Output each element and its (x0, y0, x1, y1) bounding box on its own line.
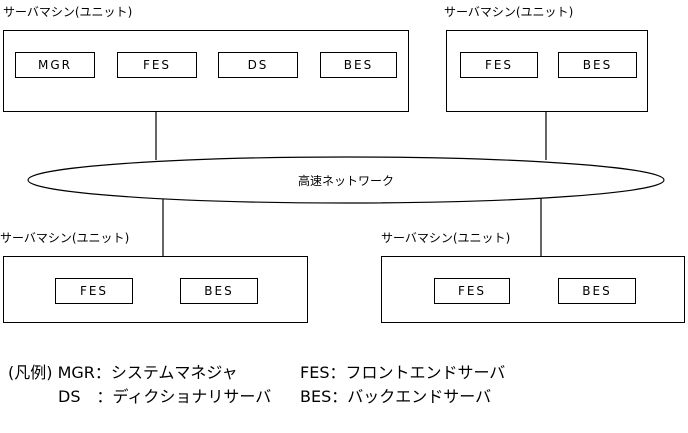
service-box-fes-top-left[interactable]: FES (117, 52, 197, 78)
unit-box-top-left (3, 30, 409, 112)
unit-label-bottom-left: サーバマシン(ユニット) (0, 231, 130, 245)
unit-box-bottom-right (381, 256, 685, 323)
service-box-bes-top-right[interactable]: BES (558, 52, 637, 78)
service-box-fes-bottom-left[interactable]: FES (55, 278, 133, 304)
service-box-bes-bottom-left[interactable]: BES (180, 278, 258, 304)
legend-row-1-right: FES：フロントエンドサーバ (300, 363, 506, 382)
legend-row-2-right: BES：バックエンドサーバ (300, 387, 492, 406)
legend-row-2-left: DS ：ディクショナリサーバ (58, 387, 272, 406)
service-box-fes-bottom-right[interactable]: FES (434, 278, 510, 304)
legend-row-1-left: (凡例) MGR：システムマネジャ (8, 363, 238, 382)
service-box-bes-top-left[interactable]: BES (320, 52, 397, 78)
service-box-fes-top-right[interactable]: FES (460, 52, 538, 78)
unit-box-top-right (446, 30, 648, 112)
unit-label-top-right: サーバマシン(ユニット) (444, 5, 574, 19)
unit-box-bottom-left (3, 256, 308, 323)
unit-label-bottom-right: サーバマシン(ユニット) (381, 231, 511, 245)
service-box-bes-bottom-right[interactable]: BES (558, 278, 636, 304)
service-box-mgr-top-left[interactable]: MGR (15, 52, 95, 78)
service-box-ds-top-left[interactable]: DS (218, 52, 298, 78)
network-label: 高速ネットワーク (297, 174, 394, 188)
unit-label-top-left: サーバマシン(ユニット) (3, 5, 133, 19)
